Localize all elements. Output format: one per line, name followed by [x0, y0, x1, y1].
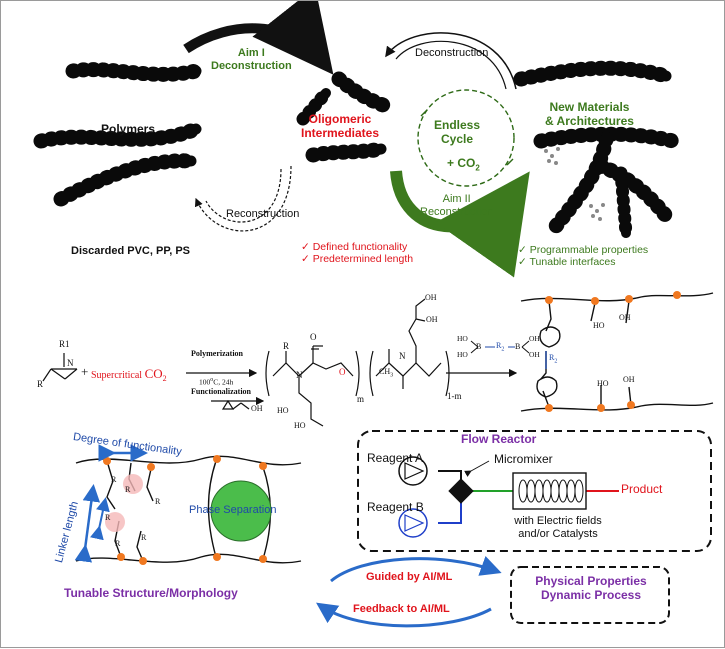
coil-icon [518, 479, 584, 503]
deconstruction-top-label: Deconstruction [415, 47, 489, 59]
oh-mid-label: OH [426, 315, 438, 324]
oligomeric-label: Oligomeric Intermediates [301, 112, 380, 140]
check-icon: ✓ [518, 256, 530, 269]
discarded-label: Discarded PVC, PP, PS [71, 245, 191, 257]
functionalization-label: Functionalization [191, 387, 252, 396]
co2-label: + CO2 [447, 156, 480, 173]
flow-reactor-title: Flow Reactor [461, 432, 537, 446]
product-orange-dots [545, 291, 681, 412]
oh-right2: OH [529, 350, 540, 359]
oligomer-fragments [296, 71, 391, 163]
reconstruction-arrow-hollow [194, 165, 292, 232]
product-r2-label: R2 [549, 353, 558, 365]
plus-sign: + [81, 364, 89, 379]
check-icon: ✓ [518, 244, 530, 256]
product-oh-4: OH [623, 375, 635, 384]
reactor-conditions-label: with Electric fields and/or Catalysts [514, 515, 602, 540]
flow-reactor-box [357, 430, 712, 552]
new-materials-label: New Materials & Architectures [545, 100, 634, 128]
phase-separation-label: Phase Separation [189, 504, 277, 516]
boronic-acid-formula: HO [457, 334, 468, 343]
r-label-3: R [155, 497, 161, 506]
aziridine-r-label: R [37, 379, 44, 389]
material-features: ✓ Programmable properties ✓ Tunable inte… [518, 244, 649, 269]
oh-top-label: OH [425, 293, 437, 302]
r1-label: R1 [59, 339, 70, 349]
oligomer-features: ✓ Defined functionality ✓ Predetermined … [301, 241, 414, 266]
ch3-label: CH3 [379, 367, 394, 379]
properties-label: Physical Properties Dynamic Process [535, 574, 647, 602]
epoxide-structure [221, 399, 250, 410]
aziridine-structure [42, 353, 78, 382]
endless-cycle-label: Endless Cycle [434, 118, 481, 146]
r-label-4: R [105, 513, 111, 522]
aim2-arrow [390, 170, 530, 278]
endless-cycle-loop [417, 89, 515, 187]
micromixer-icon [448, 478, 474, 504]
oh-right1: OH [529, 334, 540, 343]
aim1-label: Aim I Deconstruction [211, 47, 292, 72]
properties-box [510, 566, 670, 624]
product-label: Product [621, 482, 663, 496]
reactor-lines [438, 470, 619, 524]
oh-bottom2-label: HO [294, 421, 306, 430]
check-icon: ✓ [301, 241, 313, 253]
carbonyl-o-label: O [310, 332, 317, 342]
boronic-acid-formula-2: HO [457, 350, 468, 359]
aim1-arrow [183, 1, 334, 75]
reagent-a-label: Reagent A [367, 451, 424, 465]
polymer-n-label: N [296, 370, 303, 380]
check-icon: ✓ [301, 253, 313, 266]
feedback-arrow [316, 602, 492, 628]
diboronic-acid-structure [470, 340, 530, 354]
conditions-label: 100oC, 24h [199, 377, 234, 387]
reconstruction-label: Reconstruction [226, 208, 300, 220]
r-label-6: R [141, 533, 147, 542]
deconstruction-arrow-hollow [385, 32, 517, 90]
oh-bottom1-label: HO [277, 406, 289, 415]
guided-arrow [330, 556, 502, 583]
aziridine-n-label: N [67, 358, 74, 368]
feedback-label: Feedback to AI/ML [353, 603, 450, 615]
polymer-r-label: R [283, 341, 290, 351]
product-oh-1: HO [593, 321, 605, 330]
ester-o-label: O [339, 367, 346, 377]
crosslinked-product [520, 292, 714, 412]
m-label: m [357, 394, 365, 404]
polymer-n2-label: N [399, 351, 406, 361]
r-label-5: R [115, 539, 121, 548]
epoxide-oh-label: OH [251, 404, 263, 413]
r-label-2: R [125, 485, 131, 494]
linker-length-arrow [74, 484, 101, 563]
micromixer-label: Micromixer [494, 452, 553, 466]
boron-1: B [476, 342, 482, 351]
product-oh-2: OH [619, 313, 631, 322]
guided-label: Guided by AI/ML [366, 571, 453, 583]
reagent-b-label: Reagent B [367, 500, 424, 514]
phase-separation-domain [210, 480, 272, 542]
boron-2: B [515, 342, 521, 351]
coil-reactor [512, 472, 587, 510]
r-label-1: R [111, 475, 117, 484]
polymer-chains-left [33, 62, 204, 207]
tunable-structure-label: Tunable Structure/Morphology [64, 586, 238, 600]
supercritical-co2-label: Supercritical CO2 [91, 366, 167, 383]
r2-label: R2 [496, 341, 505, 353]
aim2-label: Aim II Reconstruction [420, 193, 494, 218]
product-oh-3: HO [597, 379, 609, 388]
polymers-label: Polymers [101, 122, 156, 136]
polymerization-label: Polymerization [191, 349, 243, 358]
one-minus-m-label: 1-m [447, 391, 462, 401]
crosslink-dots [544, 147, 605, 221]
network-architecture [513, 60, 681, 240]
copolymer-structure [265, 298, 450, 427]
